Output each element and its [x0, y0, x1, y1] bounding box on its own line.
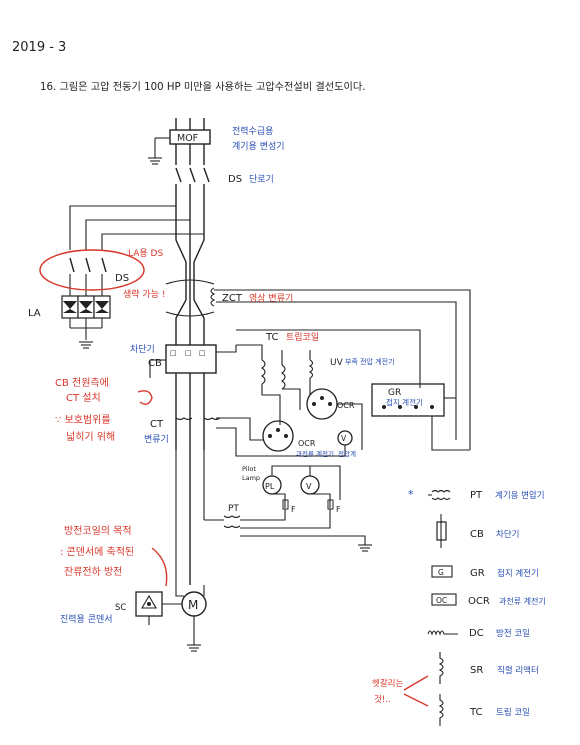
main-lines: MOF: [148, 118, 211, 300]
legend-pt-desc: 계기용 변압기: [495, 490, 545, 501]
cb-note-1: CB 전원측에: [55, 377, 109, 389]
pilot-lamp-label-1: Pilot: [242, 465, 256, 473]
dc-note-arrow: [151, 547, 168, 587]
gr-box: [371, 383, 470, 451]
legend-tc-abbr: TC: [469, 707, 483, 718]
legend-cb-desc: 차단기: [496, 529, 519, 540]
question-text: 16. 그림은 고압 전동기 100 HP 미만을 사용하는 고압수전설비 결선…: [40, 80, 366, 93]
la-ds-note: LA용 DS: [128, 248, 163, 259]
legend-gr-abbr: GR: [470, 568, 485, 579]
legend-gr-desc: 접지 계전기: [497, 568, 539, 579]
fuse-label-1: F: [291, 505, 296, 514]
svg-text:□: □: [199, 349, 206, 357]
dc-note-2: : 콘덴서에 축적된: [60, 546, 134, 558]
ocr-label-2: OCR: [298, 439, 316, 448]
la-ds-circle: [39, 249, 145, 291]
side-note-arrows: [403, 675, 429, 707]
ds-desc: 단로기: [249, 174, 274, 185]
omit-note: 생략 가능 !: [123, 288, 165, 300]
uv-desc: 부족 전압 계전기: [345, 357, 395, 366]
legend-sr-desc: 직렬 리액터: [497, 665, 539, 676]
pilot-lamp-label-2: Lamp: [242, 474, 260, 482]
legend-cb-abbr: CB: [470, 529, 484, 540]
voltmeter-desc: 전압계: [338, 449, 356, 458]
legend: * PT 계기용 변압기 CB 차단기 G GR 접지 계전기 OC OCR 과…: [408, 488, 546, 726]
zct: [165, 279, 471, 450]
ocr-desc: 과전류 계전기: [296, 449, 334, 458]
legend-dc-abbr: DC: [469, 628, 484, 639]
svg-text:G: G: [438, 568, 444, 577]
tc: [236, 344, 301, 425]
ocr-relays: [216, 388, 363, 457]
tc-label: TC: [265, 332, 279, 343]
sc-label: SC: [115, 603, 126, 613]
legend-ocr-desc: 과전류 계전기: [499, 596, 546, 606]
dc-note-1: 방전코일의 목적: [64, 525, 132, 537]
svg-text:OC: OC: [436, 596, 447, 605]
fuse-label-2: F: [336, 505, 341, 514]
zct-desc: 영상 변류기: [249, 293, 293, 304]
ct-desc: 변류기: [144, 434, 169, 445]
mof-label: MOF: [177, 133, 198, 144]
cb-note-3: ∵ 보호범위를: [55, 413, 111, 426]
la-label: LA: [28, 308, 41, 319]
cb-note-4: 넓히기 위해: [66, 430, 115, 443]
ct: [175, 417, 221, 421]
pl-label: PL: [265, 482, 275, 491]
uv-label: UV: [330, 358, 344, 368]
motor-and-sc: [135, 585, 207, 652]
motor-label: M: [188, 598, 198, 612]
cb-top-label: 차단기: [130, 343, 155, 355]
sc-desc: 진력용 콘덴서: [60, 613, 113, 625]
cb-label: CB: [148, 358, 162, 369]
v2-label: V: [306, 482, 312, 491]
side-note-2: 것!..: [374, 694, 391, 705]
legend-tc-desc: 트립 코일: [496, 708, 530, 718]
side-note-1: 헷갈리는: [372, 678, 403, 689]
date-label: 2019 - 3: [12, 40, 66, 55]
ct-label: CT: [150, 419, 164, 430]
cb-note-arrow: [137, 390, 153, 405]
legend-sr-abbr: SR: [470, 665, 483, 676]
cb-note-2: CT 설치: [66, 392, 101, 404]
legend-pt-abbr: PT: [470, 490, 483, 501]
uv: [236, 329, 421, 395]
legend-dc-desc: 방전 코일: [496, 628, 530, 639]
zct-label: ZCT: [222, 293, 243, 304]
mof-desc-2: 계기용 변성기: [232, 140, 285, 152]
mof-desc-1: 전력수급용: [232, 125, 273, 137]
la-branch: [61, 205, 204, 349]
legend-star: *: [408, 488, 414, 501]
voltmeter-label: V: [341, 434, 347, 443]
legend-ocr-abbr: OCR: [468, 596, 490, 607]
svg-text:□: □: [170, 349, 177, 357]
pt-label: PT: [228, 504, 239, 514]
ocr-label-1: OCR: [337, 401, 355, 410]
cb: □ □ □: [149, 344, 237, 585]
ds-label: DS: [228, 174, 242, 185]
la-ds-small-label: DS: [115, 273, 129, 284]
gr-label: GR: [388, 388, 401, 398]
pt-circuit: [175, 450, 372, 585]
tc-desc: 트립코일: [286, 332, 319, 343]
dc-note-3: 잔류전하 방전: [64, 565, 122, 578]
gr-desc: 접지 계전기: [386, 397, 423, 407]
svg-text:□: □: [185, 349, 192, 357]
